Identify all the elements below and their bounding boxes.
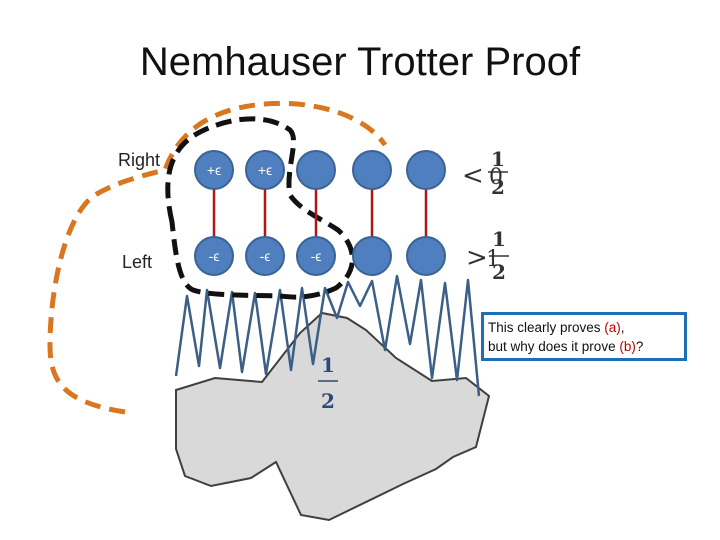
right-node-3 bbox=[296, 150, 336, 190]
right-nodes: +ϵ +ϵ bbox=[194, 150, 446, 190]
blob-fraction-num: 1 bbox=[321, 353, 335, 377]
left-node-2-label: -ϵ bbox=[260, 248, 271, 264]
left-ineq-op: > bbox=[466, 243, 488, 273]
black-dashed-region bbox=[165, 116, 355, 300]
right-node-1-label: +ϵ bbox=[207, 162, 221, 178]
callout-line-2-pre: but why does it prove bbox=[488, 339, 620, 354]
callout-line-2-post: ? bbox=[635, 339, 644, 354]
callout-ref-a: (a) bbox=[604, 320, 621, 335]
left-node-2 bbox=[245, 236, 285, 276]
left-ineq-num: 1 bbox=[492, 227, 506, 251]
callout-line-1-post: , bbox=[620, 320, 625, 335]
left-node-4 bbox=[352, 236, 392, 276]
left-node-1-label: -ϵ bbox=[209, 248, 220, 264]
right-inequality: < 0 1 2 bbox=[462, 147, 508, 199]
left-node-3 bbox=[296, 236, 336, 276]
left-inequality: > 1 1 2 bbox=[466, 227, 509, 284]
left-node-5 bbox=[406, 236, 446, 276]
right-node-2 bbox=[245, 150, 285, 190]
orange-dashed-region bbox=[47, 100, 388, 415]
right-node-5 bbox=[406, 150, 446, 190]
callout-line-1-pre: This clearly proves bbox=[488, 320, 605, 335]
callout-box: This clearly proves (a), but why does it… bbox=[481, 312, 687, 361]
left-ineq-den: 2 bbox=[492, 260, 506, 284]
edges-to-remainder-wave bbox=[174, 274, 481, 397]
slide-title: Nemhauser Trotter Proof bbox=[139, 40, 581, 84]
graph-remainder-blob bbox=[175, 311, 491, 522]
left-nodes: -ϵ -ϵ -ϵ bbox=[194, 236, 446, 276]
left-node-3-label: -ϵ bbox=[311, 248, 322, 264]
left-ineq-base: 1 bbox=[486, 247, 500, 272]
callout-line-2: but why does it prove (b)? bbox=[488, 337, 684, 356]
blob-fraction: 1 2 bbox=[318, 353, 338, 413]
right-ineq-op: < bbox=[462, 161, 484, 191]
callout-line-1: This clearly proves (a), bbox=[488, 318, 684, 337]
right-ineq-num: 1 bbox=[491, 147, 505, 171]
right-node-2-label: +ϵ bbox=[258, 162, 272, 178]
callout-ref-b: (b) bbox=[619, 339, 636, 354]
row-label-left: Left bbox=[122, 252, 152, 272]
row-label-right: Right bbox=[118, 150, 160, 170]
right-node-1 bbox=[194, 150, 234, 190]
right-node-4 bbox=[352, 150, 392, 190]
right-ineq-den: 2 bbox=[491, 175, 505, 199]
blob-fraction-den: 2 bbox=[321, 389, 335, 413]
left-node-1 bbox=[194, 236, 234, 276]
